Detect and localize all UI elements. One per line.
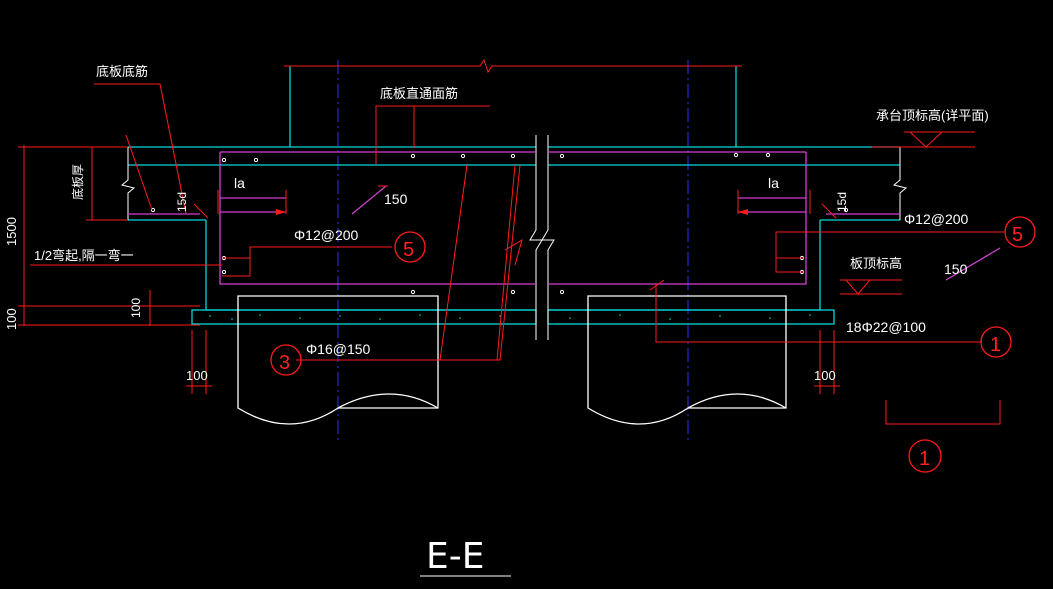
rebar-phi16: Φ16@150 (306, 341, 371, 357)
leader-lines (18, 58, 1004, 577)
section-title: E-E (426, 536, 484, 577)
dim-100-bottom-left: 100 (186, 368, 208, 383)
rebar-phi12-right: Φ12@200 (904, 211, 969, 227)
marker-5-left: 5 (403, 239, 414, 261)
label-slab-top-elevation: 板顶标高 (850, 256, 902, 271)
dim-100-vertical: 100 (129, 298, 143, 318)
cushion-hatch (209, 314, 811, 320)
marker-5-right: 5 (1012, 224, 1023, 246)
marker-3: 3 (279, 352, 290, 374)
rebar-dots (150, 152, 849, 295)
marker-circles (270, 216, 1036, 473)
dim-la-right: la (768, 175, 779, 191)
piles (237, 295, 787, 425)
rebar-lines (128, 151, 1001, 285)
dim-15d-left: 15d (175, 192, 189, 212)
marker-1-right: 1 (990, 334, 1001, 356)
dim-15d-right: 15d (835, 192, 849, 212)
dim-100-left: 100 (4, 308, 19, 330)
label-bottom-rebar: 底板底筋 (96, 64, 148, 79)
axis-lines (337, 60, 689, 440)
dim-1500: 1500 (4, 217, 19, 246)
dim-150-right: 150 (944, 261, 968, 277)
label-through-top-rebar: 底板直通面筋 (380, 86, 458, 101)
concrete-outline (128, 66, 900, 325)
label-slab-thickness: 底板厚 (70, 164, 85, 200)
dim-100-bottom-right: 100 (814, 368, 836, 383)
break-lines (120, 135, 908, 340)
dim-150-top: 150 (384, 191, 408, 207)
marker-1-detail: 1 (919, 448, 930, 470)
label-bend-note: 1/2弯起,隔一弯一 (34, 248, 134, 263)
label-cap-top-elevation: 承台顶标高(详平面) (876, 108, 989, 123)
rebar-phi12-left: Φ12@200 (294, 227, 359, 243)
la-arrows (276, 209, 748, 215)
dim-la-left: la (234, 175, 245, 191)
rebar-phi22: 18Φ22@100 (846, 319, 926, 335)
